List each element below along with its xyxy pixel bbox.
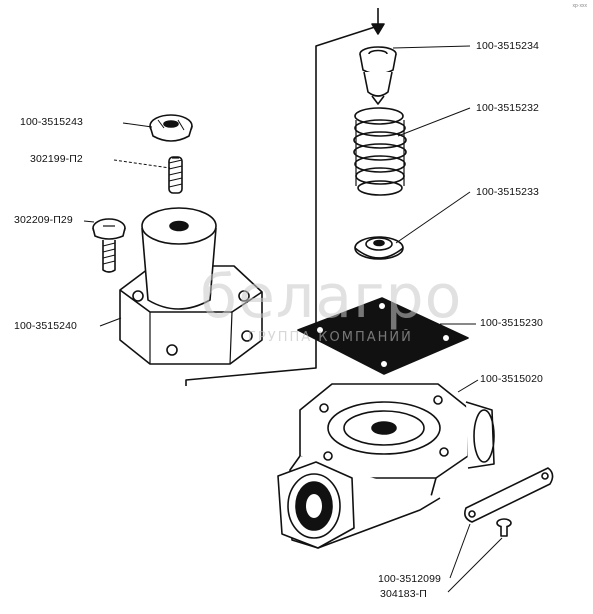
small-screw-part <box>496 518 512 537</box>
valve-seat-part <box>359 46 397 105</box>
part-label: 302209-П29 <box>14 214 73 226</box>
part-label: 100-3515232 <box>476 102 539 114</box>
housing-part <box>277 383 495 549</box>
part-label: 100-3515234 <box>476 40 539 52</box>
leader-lines <box>83 45 503 593</box>
part-label: 100-3515240 <box>14 320 77 332</box>
bracket-plate-part <box>464 467 554 523</box>
set-screw-part <box>168 156 183 194</box>
part-label: 304183-П <box>380 588 427 600</box>
watermark-brand: белагро <box>200 262 463 332</box>
assembly-axis-line <box>185 8 385 386</box>
diaphragm-part <box>297 297 469 375</box>
spring-plate-part <box>354 236 404 260</box>
cover-part <box>119 207 263 365</box>
watermark-tagline: ГРУППА КОМПАНИЙ <box>248 330 413 345</box>
bolt-part <box>92 218 126 273</box>
part-label: 100-3512099 <box>378 573 441 585</box>
cap-nut-part <box>149 114 193 142</box>
spring-part <box>353 107 407 196</box>
corner-mark: хр·ххх <box>572 3 587 9</box>
part-label: 100-3515243 <box>20 116 83 128</box>
part-label: 302199-П2 <box>30 153 83 165</box>
part-label: 100-3515233 <box>476 186 539 198</box>
part-label: 100-3515230 <box>480 317 543 329</box>
part-label: 100-3515020 <box>480 373 543 385</box>
